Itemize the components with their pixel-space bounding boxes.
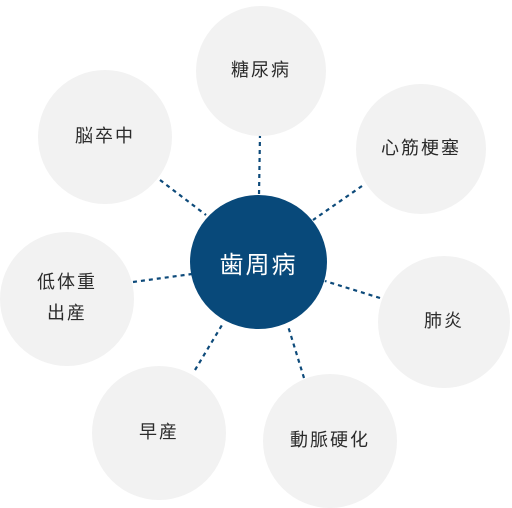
connector-premature-birth (194, 324, 223, 371)
disease-label-diabetes: 糖尿病 (231, 59, 291, 81)
connector-diabetes (257, 133, 262, 196)
disease-label-stroke: 脳卒中 (75, 125, 135, 147)
disease-label-premature-birth: 早産 (139, 421, 179, 443)
disease-label-low-birth-weight: 低体重 出産 (37, 272, 97, 324)
disease-node-premature-birth: 早産 (92, 366, 226, 500)
center-label: 歯周病 (219, 250, 298, 279)
connector-pneumonia (324, 279, 381, 300)
disease-node-pneumonia: 肺炎 (378, 256, 510, 388)
disease-node-myocardial-infarction: 心筋梗塞 (356, 84, 486, 214)
connector-arteriosclerosis (286, 325, 306, 379)
disease-node-arteriosclerosis: 動脈硬化 (263, 374, 397, 508)
disease-label-myocardial-infarction: 心筋梗塞 (381, 137, 461, 159)
center-node-periodontal-disease: 歯周病 (190, 195, 327, 329)
disease-node-diabetes: 糖尿病 (196, 6, 326, 136)
disease-node-stroke: 脳卒中 (38, 70, 172, 204)
disease-label-arteriosclerosis: 動脈硬化 (290, 429, 370, 451)
connector-myocardial-infarction (312, 185, 363, 221)
disease-label-pneumonia: 肺炎 (424, 310, 464, 332)
connector-low-birth-weight (132, 272, 193, 284)
connector-stroke (159, 179, 207, 216)
disease-node-low-birth-weight: 低体重 出産 (0, 232, 134, 366)
